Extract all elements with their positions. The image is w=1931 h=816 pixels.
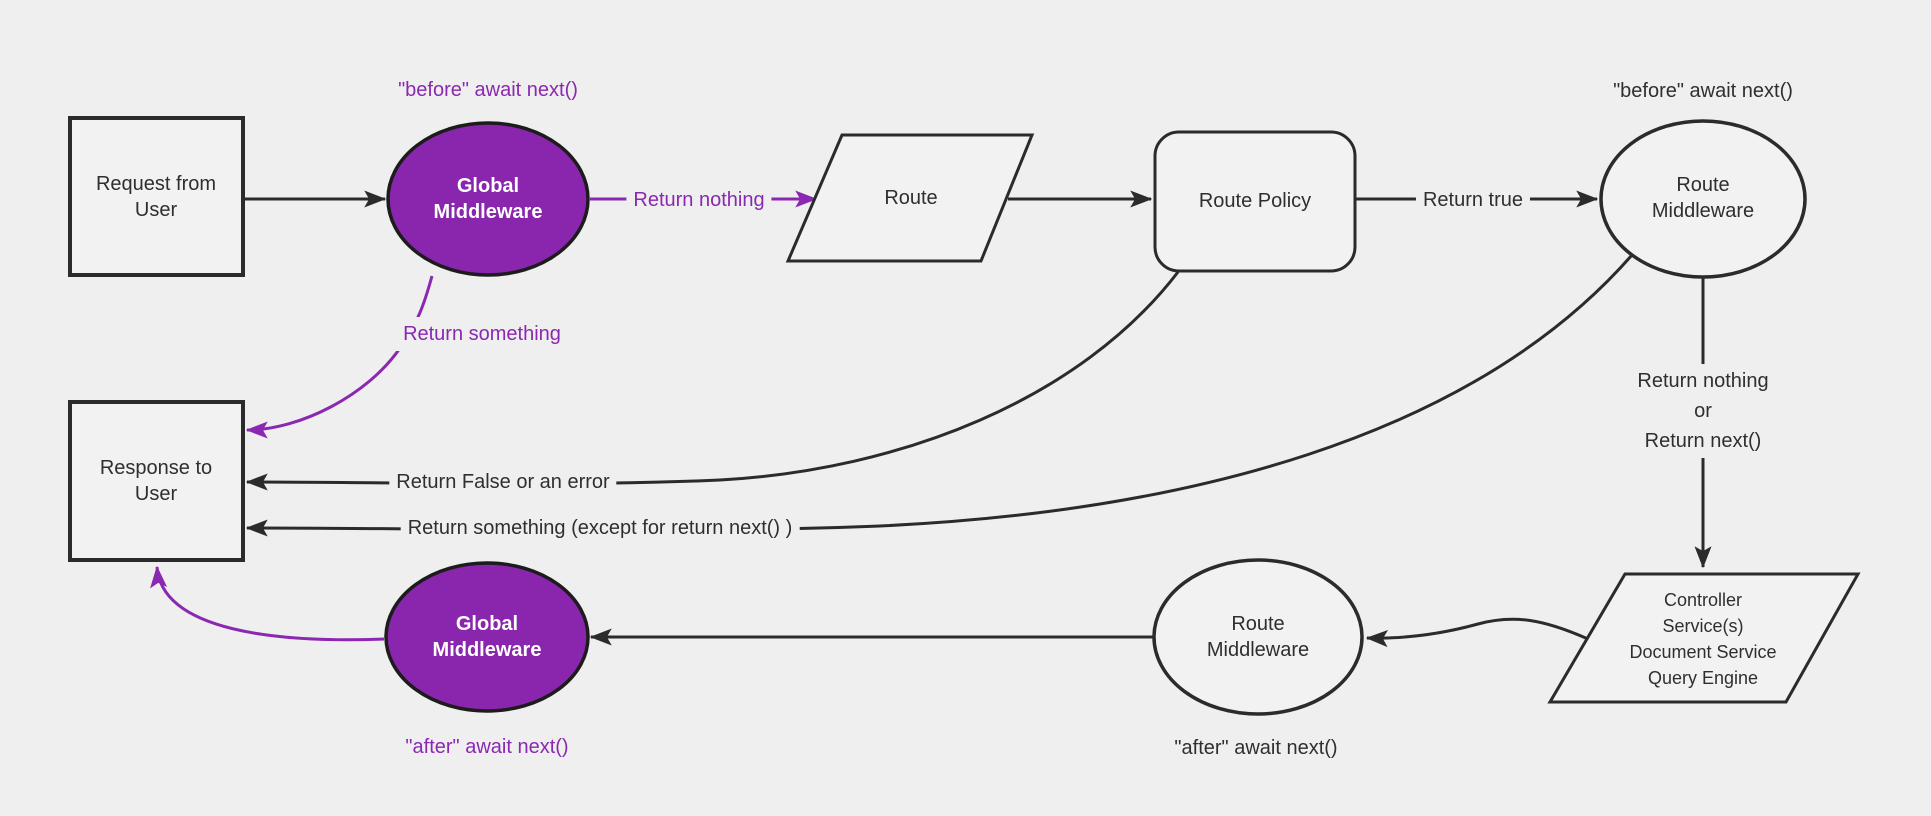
response-box: [68, 400, 245, 562]
edge-route-policy-to-response: [245, 271, 1180, 491]
return-nothing-or-next-label: Return nothing or Return next(): [1630, 364, 1776, 458]
controller-line-3: Document Service: [1629, 642, 1777, 662]
route-policy-box: [1153, 130, 1357, 273]
response-label: Response to User: [99, 457, 213, 505]
controller-line-4: Query Engine: [1647, 668, 1759, 688]
before-await-next-route-label: "before" await next(): [1606, 74, 1800, 108]
route-middleware-bottom-ellipse: [1152, 558, 1364, 716]
edge-controller-to-route-middleware-bottom: [1365, 617, 1589, 648]
return-nothing-or-next-line-1: Return nothing: [1637, 370, 1769, 392]
after-await-next-route-label: "after" await next(): [1167, 731, 1345, 765]
route-label: Route: [884, 187, 938, 209]
global-middleware-top-ellipse: [386, 121, 590, 277]
return-nothing-label: Return nothing: [626, 183, 772, 217]
return-true-label: Return true: [1415, 183, 1531, 217]
before-await-next-global-label: "before" await next(): [391, 73, 585, 107]
route-middleware-top-ellipse: [1599, 119, 1807, 279]
request-label: Request from User: [95, 173, 217, 221]
return-false-or-error-label: Return False or an error: [389, 465, 617, 499]
controller-label: Controller Service(s) Document Service Q…: [1593, 587, 1813, 691]
controller-line-2: Service(s): [1662, 616, 1744, 636]
global-middleware-bottom-ellipse: [384, 561, 590, 713]
edge-global-middleware-return-something-to-response: [245, 275, 434, 439]
request-box: [68, 116, 245, 277]
return-something-except-label: Return something (except for return next…: [400, 511, 800, 545]
edge-global-middleware-bottom-to-response: [150, 565, 385, 642]
return-nothing-or-next-line-2: or: [1694, 400, 1712, 422]
route-policy-label: Route Policy: [1198, 190, 1312, 212]
route-parallelogram: [785, 133, 1035, 263]
global-middleware-bottom-label: Global Middleware: [432, 613, 542, 661]
after-await-next-global-label: "after" await next(): [398, 730, 576, 764]
return-nothing-or-next-line-3: Return next(): [1644, 430, 1762, 452]
route-middleware-top-label: Route Middleware: [1651, 174, 1755, 222]
return-something-label: Return something: [396, 317, 568, 351]
controller-parallelogram: [1547, 572, 1861, 704]
controller-line-1: Controller: [1663, 590, 1743, 610]
global-middleware-top-label: Global Middleware: [433, 175, 543, 223]
route-middleware-bottom-label: Route Middleware: [1206, 613, 1310, 661]
